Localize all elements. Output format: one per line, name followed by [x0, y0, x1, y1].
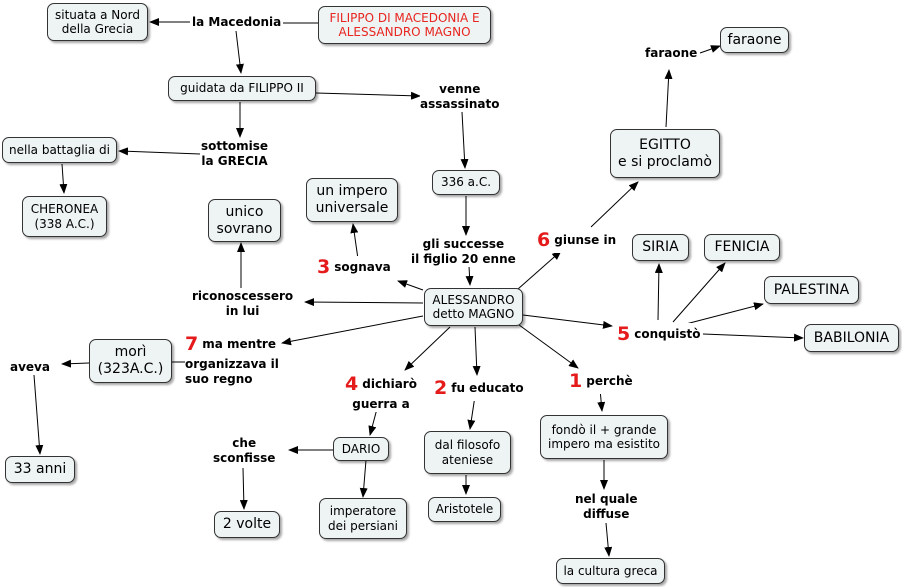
label-sottomise: sottomise la GRECIA: [201, 139, 269, 169]
step-number-5: 5: [617, 323, 631, 345]
node-guidata-da-filippo: guidata da FILIPPO II: [168, 76, 316, 101]
label-conquisto-text: conquistò: [634, 327, 701, 341]
label-nel-quale-diffuse: nel quale diffuse: [575, 492, 638, 522]
label-giunse-text: giunse in: [554, 233, 617, 247]
node-dario: DARIO: [333, 437, 389, 461]
label-perche-text: perchè: [586, 374, 633, 388]
node-alessandro-magno: ALESSANDRO detto MAGNO: [424, 288, 523, 326]
label-sognava-text: sognava: [334, 260, 391, 274]
label-faraone: faraone: [645, 46, 698, 61]
node-imperatore-persiani: imperatore dei persiani: [319, 498, 407, 539]
step-number-7: 7: [185, 333, 199, 355]
node-cheronea: CHERONEA (338 A.C.): [22, 196, 107, 237]
step-number-2: 2: [434, 377, 448, 399]
node-cultura-greca: la cultura greca: [556, 558, 665, 584]
node-fenicia: FENICIA: [704, 234, 780, 261]
label-venne-assassinato: venne assassinato: [420, 82, 500, 112]
step-number-1: 1: [569, 370, 583, 392]
node-egitto: EGITTO e si proclamò: [610, 129, 720, 178]
step-number-3: 3: [317, 256, 331, 278]
step-number-6: 6: [537, 229, 551, 251]
label-educato-text: fu educato: [451, 381, 524, 395]
label-la-macedonia: la Macedonia: [192, 15, 282, 30]
node-nella-battaglia: nella battaglia di: [2, 137, 117, 163]
step-number-4: 4: [345, 373, 359, 395]
label-aveva: aveva: [10, 360, 50, 375]
node-faraone: faraone: [720, 27, 789, 53]
label-dichiaro-text: dichiarò guerra a: [352, 377, 417, 411]
node-336-ac: 336 a.C.: [432, 170, 500, 195]
label-ma-mentre-text: ma mentre organizzava il suo regno: [185, 337, 279, 386]
node-2-volte: 2 volte: [214, 511, 280, 538]
node-impero-universale: un impero universale: [306, 178, 398, 222]
node-aristotele: Aristotele: [428, 497, 501, 522]
label-che-sconfisse: che sconfisse: [213, 436, 276, 466]
node-unico-sovrano: unico sovrano: [208, 199, 281, 242]
title-node: FILIPPO DI MACEDONIA E ALESSANDRO MAGNO: [318, 6, 491, 44]
node-palestina: PALESTINA: [764, 276, 859, 304]
node-filosofo-ateniese: dal filosofo ateniese: [424, 431, 511, 474]
label-gli-successe: gli successe il figlio 20 enne: [411, 237, 516, 267]
node-33-anni: 33 anni: [5, 456, 75, 483]
node-fondo-impero: fondò il + grande impero ma esistito: [540, 415, 668, 459]
node-mori: morì (323A.C.): [89, 339, 172, 383]
label-riconoscessero: riconoscessero in lui: [192, 289, 294, 319]
node-babilonia: BABILONIA: [804, 324, 899, 352]
node-situata-a-nord: situata a Nord della Grecia: [47, 3, 148, 41]
node-siria: SIRIA: [632, 234, 689, 261]
